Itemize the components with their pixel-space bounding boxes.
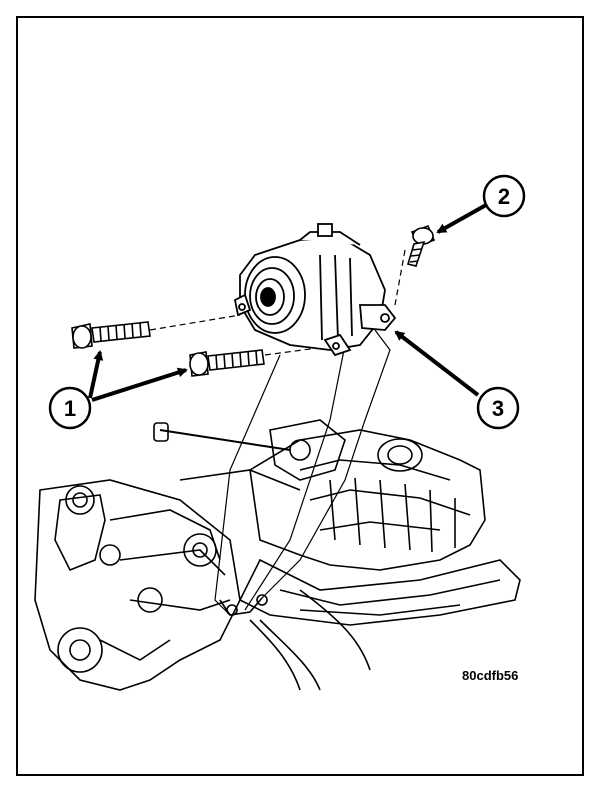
callout-2: 2: [482, 174, 526, 218]
callout-leaders: [88, 203, 487, 402]
callout-3: 3: [476, 386, 520, 430]
callout-2-label: 2: [498, 184, 510, 209]
long-bolt-upper: [71, 321, 151, 349]
callout-1-label: 1: [64, 396, 76, 421]
generator-assembly: [233, 223, 397, 357]
callout-3-label: 3: [492, 396, 504, 421]
long-bolt-lower: [189, 349, 265, 377]
figure-code: 80cdfb56: [462, 668, 519, 683]
engine-assembly: [34, 419, 521, 691]
callout-1: 1: [48, 386, 92, 430]
short-bolt: [406, 224, 436, 267]
alignment-lines: [149, 249, 406, 616]
